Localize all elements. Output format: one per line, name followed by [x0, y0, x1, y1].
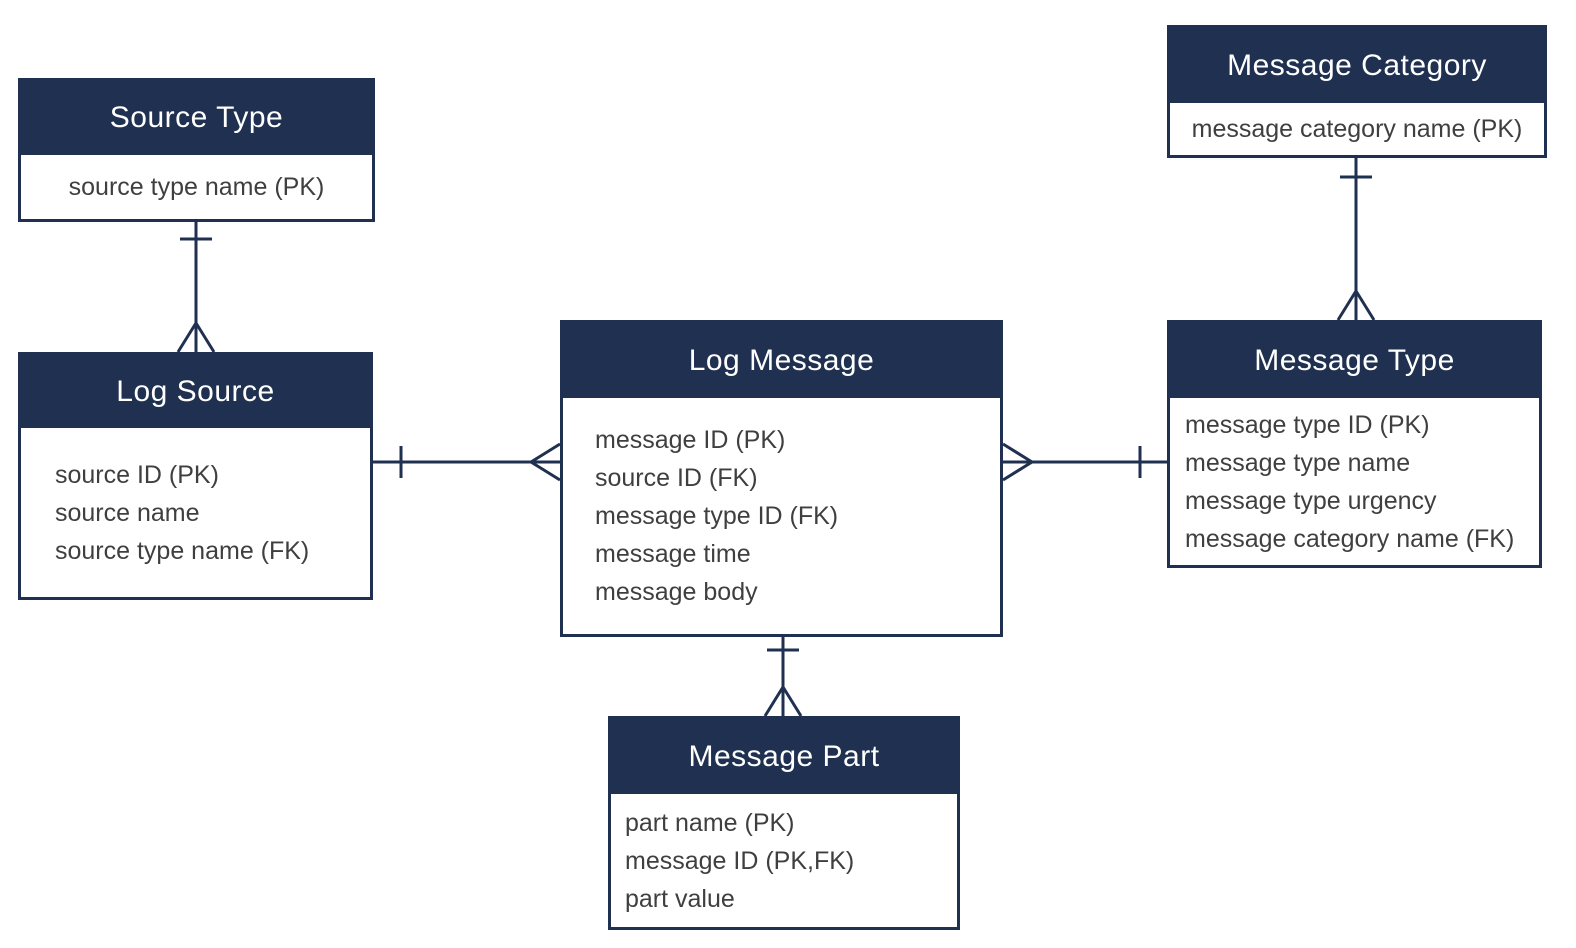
field: message type ID (PK): [1185, 410, 1430, 439]
connector-message-type-log-message: [1002, 442, 1167, 482]
field: message body: [595, 578, 758, 606]
entity-log-source-header: Log Source: [21, 355, 370, 428]
entity-message-category: Message Category message category name (…: [1167, 25, 1547, 158]
field: message ID (PK,FK): [625, 846, 855, 875]
entity-message-type-header: Message Type: [1170, 323, 1539, 398]
crows-foot-many-icon: [1002, 442, 1033, 482]
entity-log-message: Log Message message ID (PK) source ID (F…: [560, 320, 1003, 637]
entity-message-category-header: Message Category: [1170, 28, 1544, 103]
field: message type ID (FK): [595, 502, 839, 530]
crows-foot-many-icon: [530, 442, 561, 482]
entity-log-message-header: Log Message: [563, 323, 1000, 398]
connector-log-source-log-message: [373, 442, 561, 482]
field: source type name (PK): [68, 173, 325, 201]
crows-foot-many-icon: [1336, 290, 1376, 321]
field: message type name: [1185, 448, 1411, 477]
connector-log-message-message-part: [763, 637, 803, 717]
field: source ID (PK): [55, 460, 219, 489]
field: source type name (FK): [55, 536, 310, 565]
field: source name: [55, 498, 200, 527]
field: message category name (FK): [1185, 524, 1515, 553]
entity-message-type-body: message type ID (PK) message type name m…: [1170, 398, 1539, 565]
field: message ID (PK): [595, 426, 786, 454]
entity-title: Log Message: [688, 343, 875, 377]
crows-foot-many-icon: [763, 686, 803, 717]
entity-source-type-header: Source Type: [21, 81, 372, 155]
field: part value: [625, 884, 735, 913]
field: part name (PK): [625, 808, 795, 837]
crows-foot-many-icon: [176, 322, 216, 353]
entity-title: Message Type: [1254, 343, 1455, 377]
entity-title: Message Category: [1227, 48, 1487, 82]
entity-log-source-body: source ID (PK) source name source type n…: [21, 428, 370, 597]
entity-log-message-body: message ID (PK) source ID (FK) message t…: [563, 398, 1000, 634]
entity-source-type: Source Type source type name (PK): [18, 78, 375, 222]
entity-message-type: Message Type message type ID (PK) messag…: [1167, 320, 1542, 568]
field: message category name (PK): [1191, 115, 1523, 143]
field: source ID (FK): [595, 464, 758, 492]
entity-title: Log Source: [116, 374, 275, 408]
field: message time: [595, 540, 751, 568]
entity-source-type-body: source type name (PK): [21, 155, 372, 219]
entity-log-source: Log Source source ID (PK) source name so…: [18, 352, 373, 600]
connector-message-category-message-type: [1336, 158, 1376, 321]
entity-message-part: Message Part part name (PK) message ID (…: [608, 716, 960, 930]
entity-message-part-body: part name (PK) message ID (PK,FK) part v…: [611, 794, 957, 927]
entity-title: Message Part: [688, 739, 880, 773]
connector-source-type-log-source: [176, 222, 216, 353]
entity-message-category-body: message category name (PK): [1170, 103, 1544, 155]
entity-message-part-header: Message Part: [611, 719, 957, 794]
entity-title: Source Type: [109, 101, 284, 134]
field: message type urgency: [1185, 486, 1437, 515]
